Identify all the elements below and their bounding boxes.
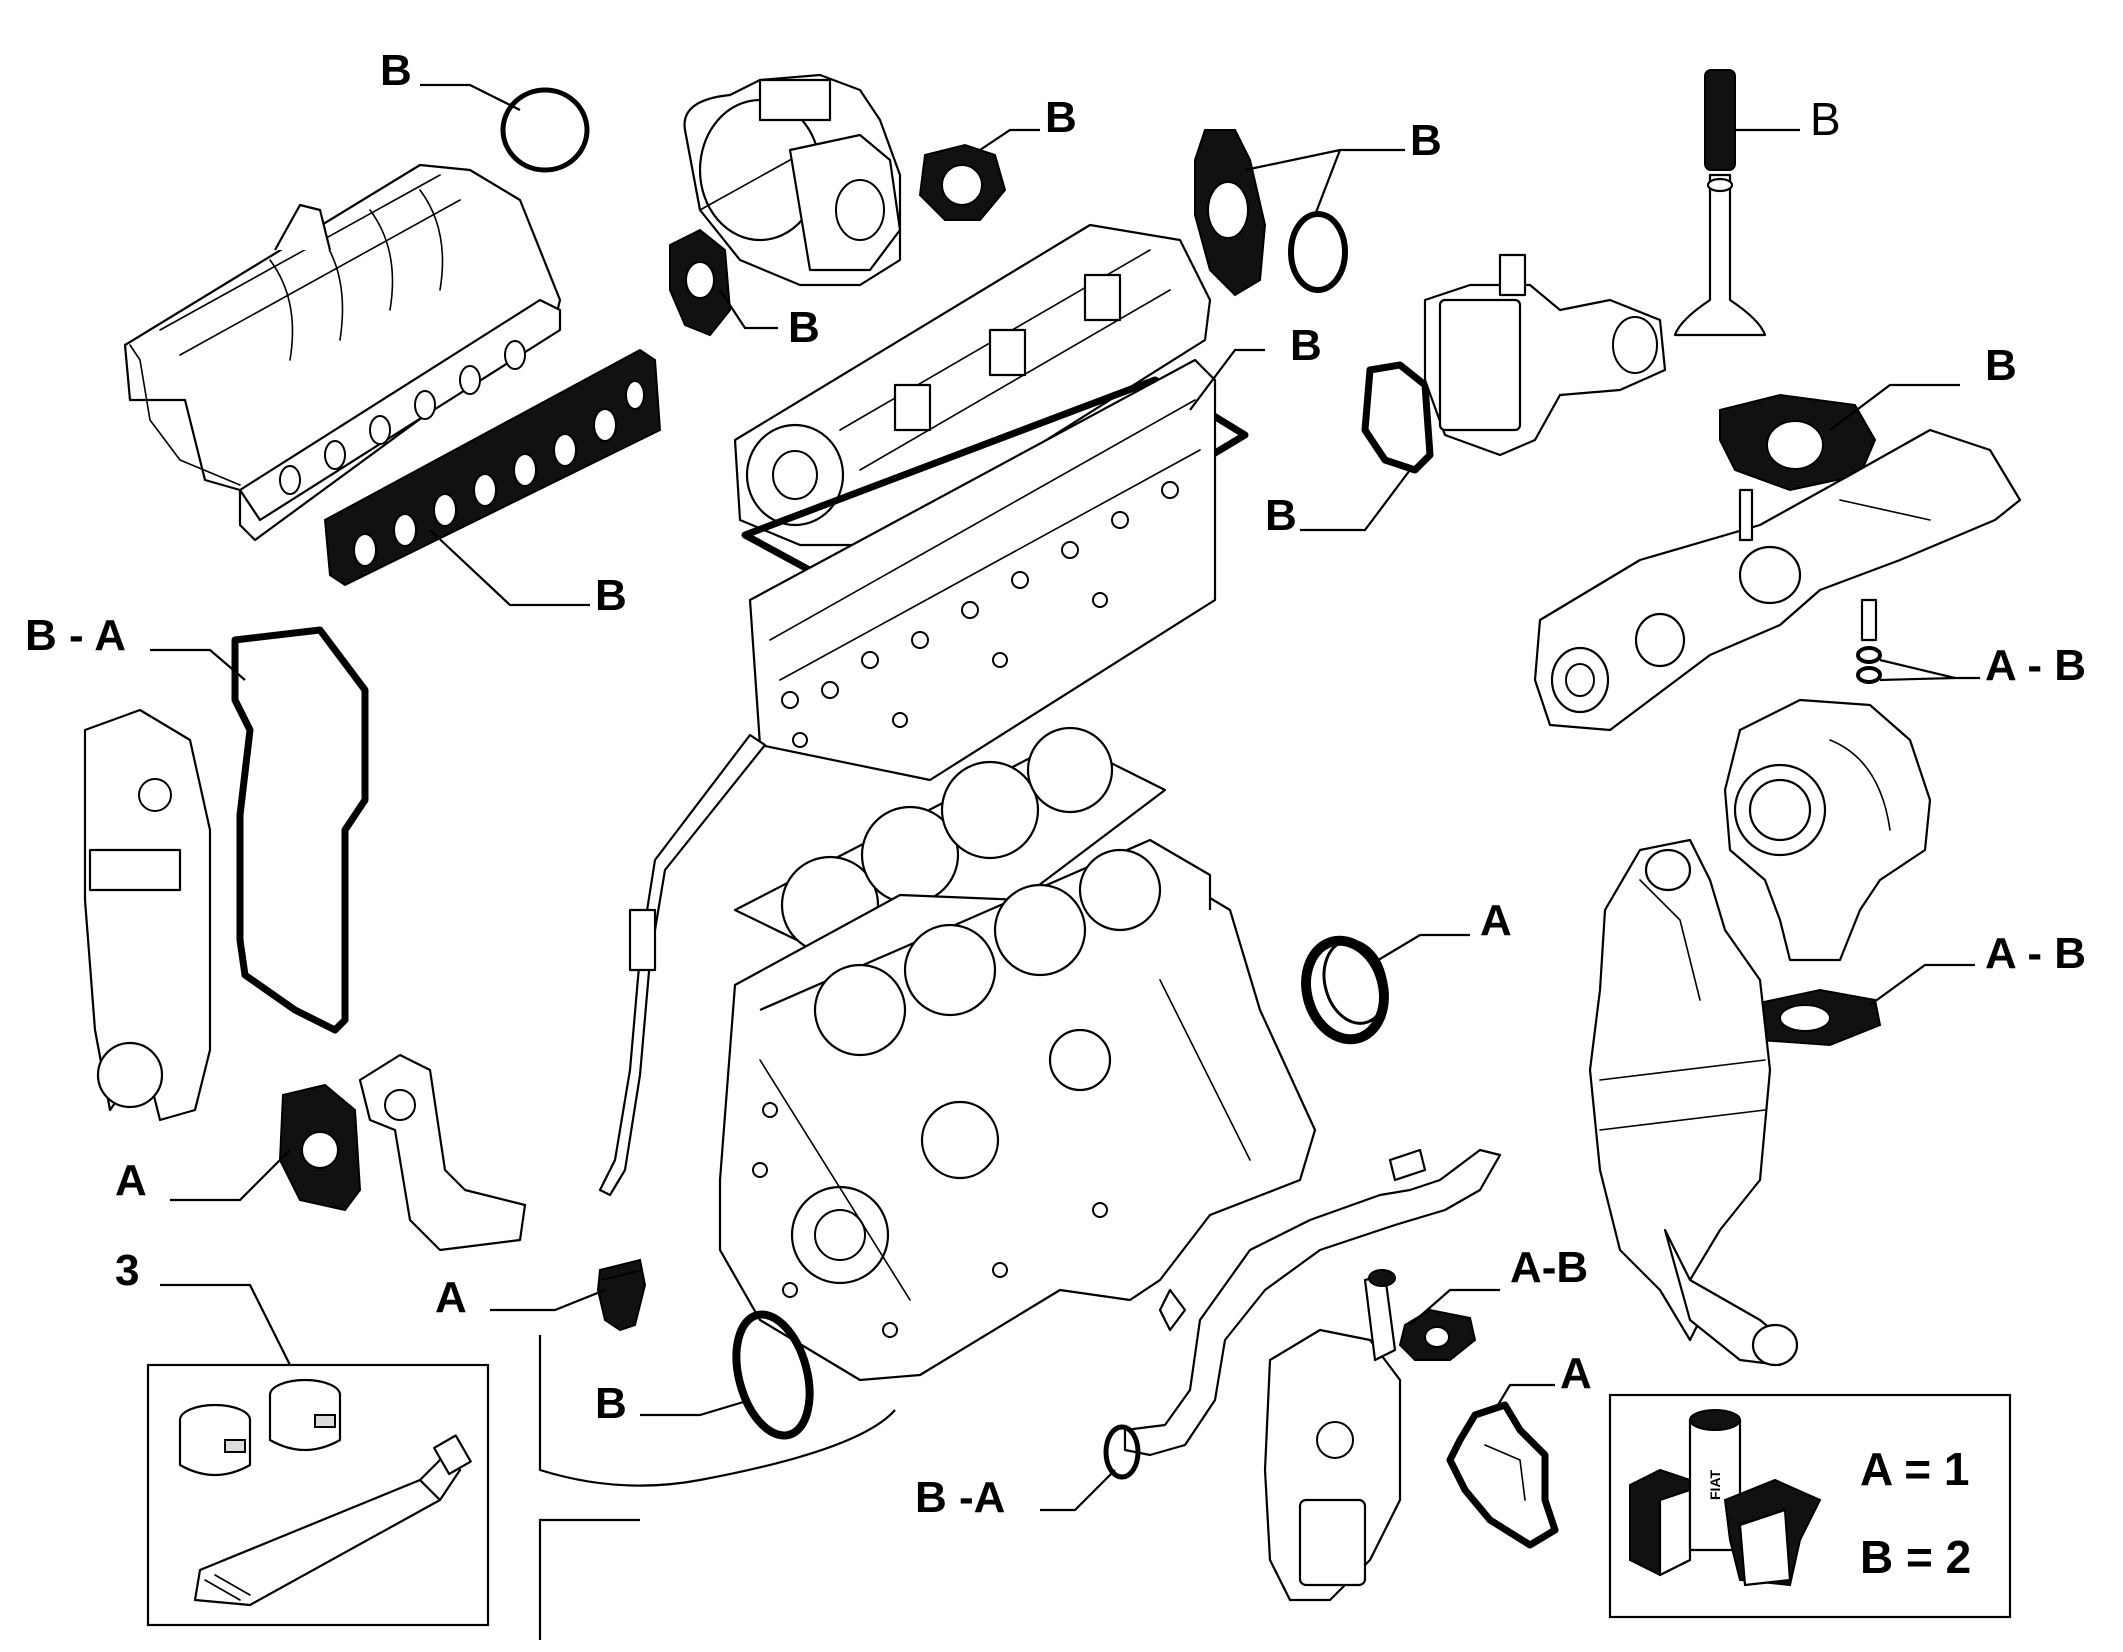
exhaust-manifold [1533,428,2022,732]
label-exhaust-manifold-gasket: B [1985,341,2017,390]
label-egr-gaskets: B [1410,116,1442,165]
intake-manifold [123,163,562,542]
legend-a-line: A = 1 [1860,1443,1970,1495]
sealant-tube [193,1434,472,1607]
turbo-stud-washers [1856,598,1882,684]
label-oil-drain-plug: A [435,1273,467,1322]
label-rear-crankshaft-seal: B [595,1379,627,1428]
turbocharger [1723,698,1932,962]
label-turbo-outlet-gasket: A - B [1985,929,2086,978]
rear-crankshaft-seal [732,1310,814,1440]
connector-line-2 [538,1518,640,1640]
label-oil-pump-gasket: A [115,1156,147,1205]
label-thermostat-gasket: B [1265,491,1297,540]
fiat-parts-kit-logo: FIAT [1629,1409,1822,1587]
intake-manifold-gasket [323,348,662,587]
label-intake-manifold-gasket: B [595,571,627,620]
oil-filter-gasket [1398,1308,1477,1361]
inlet-o-ring [500,87,590,173]
oil-cooler-gasket [1446,1401,1559,1549]
throttle-gasket [918,143,1007,221]
catalytic-converter [1588,838,1799,1367]
timing-cover [83,708,212,1122]
fiat-logo-text: FIAT [1707,1469,1723,1500]
throttle-side-gasket [669,228,732,337]
label-timing-cover-gasket: B - A [25,611,126,660]
cylinder-head [748,358,1217,782]
sealant-kit-box [146,1363,490,1627]
label-valve-cover-gasket: B [1290,321,1322,370]
label-inlet-o-ring: B [380,46,412,95]
front-crankshaft-seal [1301,935,1389,1045]
sealant-tin-2 [268,1378,342,1451]
label-front-crankshaft-seal: A [1480,896,1512,945]
throttle-body [683,73,902,287]
pipe-o-ring [1103,1424,1141,1480]
label-sealant-kit: 3 [115,1246,139,1295]
egr-gasket-plate [1194,129,1267,297]
thermostat-housing [1423,253,1667,457]
egr-o-ring [1288,211,1348,293]
label-oil-filter-gasket: A-B [1510,1243,1588,1292]
oil-pump-bracket [358,1053,527,1252]
dipstick-tube [598,733,767,1197]
camshaft-housing [733,223,1212,547]
label-oil-cooler-gasket: A [1560,1349,1592,1398]
oil-filter-housing [1263,1269,1402,1602]
label-turbo-washers: A - B [1985,641,2086,690]
oil-drain-plug [596,1258,647,1332]
label-valve-stem-seal: B [1810,93,1841,145]
exhaust-manifold-gasket [1719,393,1877,492]
label-pipe-o-ring: B -A [915,1473,1005,1522]
sealant-tin-1 [178,1403,252,1476]
thermostat-gasket [1361,361,1434,474]
timing-cover-gasket [231,626,369,1034]
connector-line [538,1335,896,1487]
oil-cooler-pipe [1123,1148,1502,1457]
engine-block [718,838,1317,1382]
label-throttle-side-gasket: B [788,303,820,352]
label-throttle-gasket: B [1045,93,1077,142]
oil-pump-gasket [278,1083,362,1212]
valve-stem-seal [1673,69,1767,337]
legend-box: FIAT A = 1 B = 2 [1608,1393,2012,1619]
legend-b-line: B = 2 [1860,1531,1971,1583]
